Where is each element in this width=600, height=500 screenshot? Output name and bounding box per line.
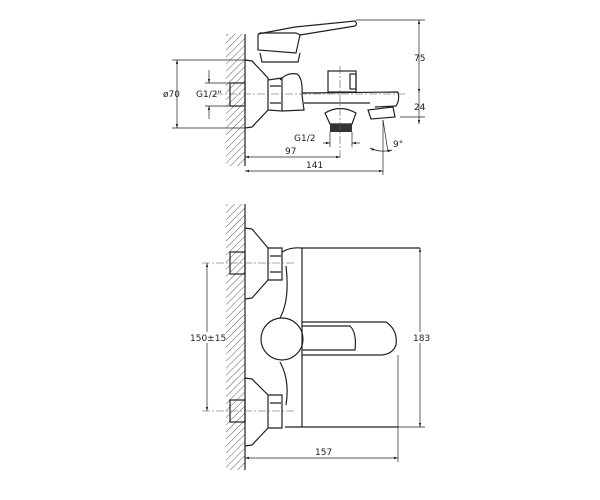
dim-outlet-thread: G1/2 [294, 134, 315, 144]
upper-flange [244, 227, 269, 300]
lever-handle [257, 20, 358, 36]
side-view: ø70 G1/2" 75 24 G1/2 97 141 9° [163, 19, 426, 175]
hose-connector [324, 107, 357, 125]
handle-hub [260, 317, 304, 361]
inlet-pipe [229, 82, 246, 107]
dim-projection: 157 [315, 448, 332, 458]
dim-outlet-drop: 24 [414, 103, 426, 113]
mixer-body [257, 32, 305, 112]
dim-inlet-spacing: 150±15 [190, 334, 226, 344]
dim-inlet-thread: G1/2" [196, 90, 222, 100]
wall-hatch-top [226, 34, 245, 166]
lower-nut [268, 394, 283, 429]
spout-outlet [367, 106, 396, 120]
spout [301, 91, 400, 108]
dim-diverter-offset: 97 [285, 147, 296, 157]
dim-spout-reach: 141 [306, 161, 323, 171]
upper-nut [268, 247, 283, 281]
dim-flange-diameter: ø70 [163, 90, 180, 100]
dim-spout-angle: 9° [393, 140, 403, 150]
dim-total-height: 183 [413, 334, 430, 344]
mixer-body-front [279, 247, 420, 428]
hose-thread [330, 124, 352, 132]
lower-flange [244, 377, 269, 447]
dim-height-above-spout: 75 [414, 54, 425, 64]
nut [267, 77, 283, 112]
wall-hatch-bottom [226, 204, 245, 470]
handle-lever [302, 321, 397, 356]
front-view: 150±15 183 157 [188, 204, 430, 470]
